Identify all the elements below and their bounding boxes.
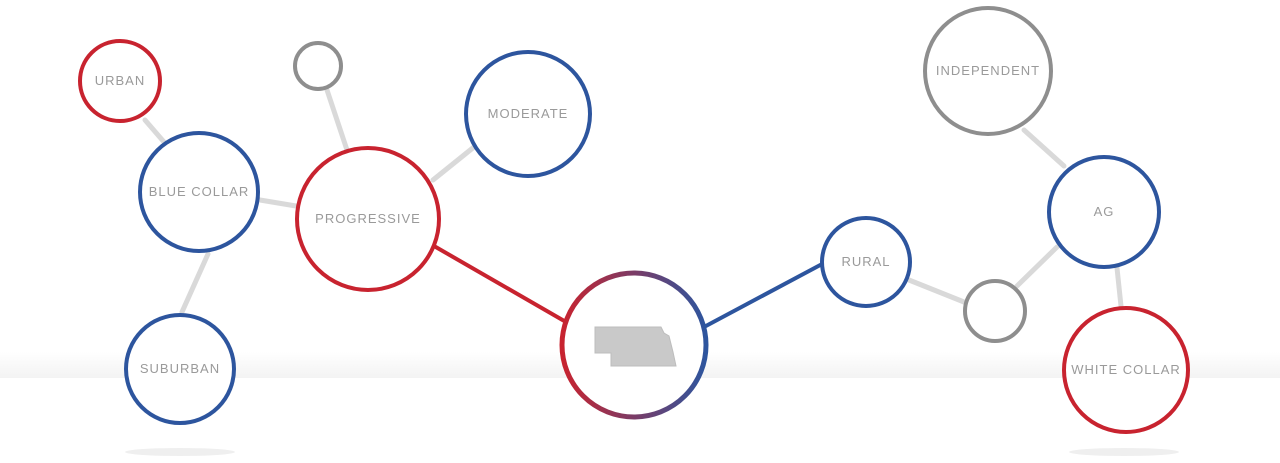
node-blue-collar-label: BLUE COLLAR bbox=[149, 184, 250, 199]
node-small-gray-left[interactable] bbox=[293, 41, 343, 91]
shadow-suburban bbox=[125, 448, 235, 456]
node-blue-collar[interactable]: BLUE COLLAR bbox=[138, 131, 260, 253]
node-white-collar[interactable]: WHITE COLLAR bbox=[1062, 306, 1190, 434]
node-urban[interactable]: URBAN bbox=[78, 39, 162, 123]
node-white-collar-label: WHITE COLLAR bbox=[1071, 362, 1181, 377]
node-moderate[interactable]: MODERATE bbox=[464, 50, 592, 178]
node-center-nebraska[interactable] bbox=[559, 270, 709, 420]
node-ag[interactable]: AG bbox=[1047, 155, 1161, 269]
link-bluecollar-suburban bbox=[179, 251, 211, 315]
node-rural[interactable]: RURAL bbox=[820, 216, 912, 308]
link-independent-ag bbox=[1021, 127, 1067, 169]
link-center-rural bbox=[703, 261, 825, 329]
link-progressive-center bbox=[433, 244, 567, 324]
link-progressive-moderate bbox=[430, 144, 477, 183]
node-rural-label: RURAL bbox=[841, 254, 890, 269]
node-progressive-label: PROGRESSIVE bbox=[315, 211, 421, 226]
node-suburban-label: SUBURBAN bbox=[140, 361, 220, 376]
node-urban-label: URBAN bbox=[95, 73, 146, 88]
node-moderate-label: MODERATE bbox=[488, 106, 569, 121]
link-smallgray-progressive bbox=[324, 87, 350, 153]
shadow-white-collar bbox=[1069, 448, 1179, 456]
link-urban-bluecollar bbox=[142, 117, 167, 145]
link-rural-smallgray bbox=[906, 277, 967, 305]
node-independent[interactable]: INDEPENDENT bbox=[923, 6, 1053, 136]
link-smallgray-ag bbox=[1014, 244, 1060, 289]
node-ag-label: AG bbox=[1094, 204, 1115, 219]
link-bluecollar-progressive bbox=[257, 197, 299, 209]
node-independent-label: INDEPENDENT bbox=[936, 63, 1040, 78]
node-small-gray-right[interactable] bbox=[963, 279, 1027, 343]
link-ag-whitecollar bbox=[1114, 265, 1124, 309]
nebraska-map-icon bbox=[594, 326, 677, 367]
node-progressive[interactable]: PROGRESSIVE bbox=[295, 146, 441, 292]
node-suburban[interactable]: SUBURBAN bbox=[124, 313, 236, 425]
